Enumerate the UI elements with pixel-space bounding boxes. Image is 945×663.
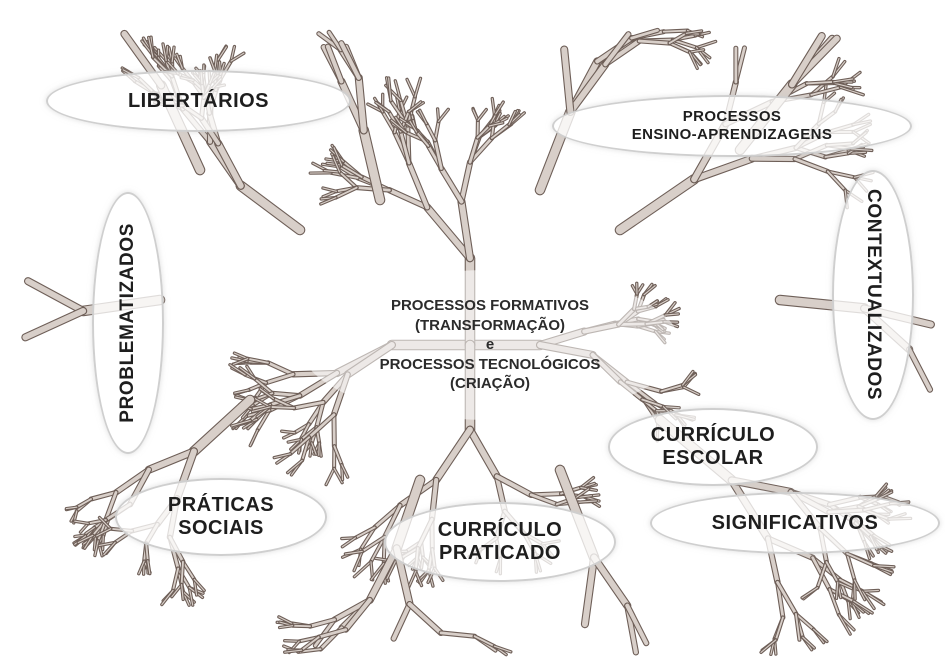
node-problematizados: PROBLEMATIZADOS xyxy=(92,192,164,454)
branch xyxy=(250,430,257,445)
node-libertarios-label: LIBERTÁRIOS xyxy=(128,90,269,113)
node-curriculo-praticado-line1: CURRÍCULO xyxy=(438,519,563,542)
branch xyxy=(407,79,415,96)
branch xyxy=(802,588,817,598)
central-line-4: PROCESSOS TECNOLÓGICOS xyxy=(380,355,601,375)
node-contextualizados-label: CONTEXTUALIZADOS xyxy=(862,189,884,400)
branch xyxy=(415,78,420,96)
node-problematizados-label: PROBLEMATIZADOS xyxy=(117,223,139,423)
branch xyxy=(594,557,627,605)
node-praticas-line2: SOCIAIS xyxy=(178,517,264,540)
node-contextualizados: CONTEXTUALIZADOS xyxy=(832,170,914,420)
branch xyxy=(285,641,299,642)
node-significativos: SIGNIFICATIVOS xyxy=(650,492,940,554)
branch xyxy=(439,109,449,121)
branch xyxy=(410,604,441,633)
branch xyxy=(268,363,293,375)
central-line-1: PROCESSOS FORMATIVOS xyxy=(391,296,589,316)
central-line-5: (CRIAÇÃO) xyxy=(450,374,530,394)
central-concept: PROCESSOS FORMATIVOS (TRANSFORMAÇÃO) e P… xyxy=(300,270,680,420)
node-curriculo-escolar-line1: CURRÍCULO xyxy=(651,424,776,447)
central-line-2: (TRANSFORMAÇÃO) xyxy=(415,316,565,336)
central-line-3: e xyxy=(486,335,494,355)
branch xyxy=(103,536,104,550)
node-processos-line1: PROCESSOS xyxy=(683,108,782,126)
branch xyxy=(478,110,486,121)
branch xyxy=(394,604,410,638)
branch xyxy=(28,281,83,311)
node-significativos-label: SIGNIFICATIVOS xyxy=(712,512,879,535)
branch xyxy=(564,50,570,112)
node-processos-line2: ENSINO-APRENDIZAGENS xyxy=(632,126,833,144)
branch xyxy=(426,124,435,141)
branch xyxy=(25,311,83,337)
node-praticas-sociais: PRÁTICAS SOCIAIS xyxy=(115,478,327,556)
node-curriculo-escolar: CURRÍCULO ESCOLAR xyxy=(608,408,818,486)
branch xyxy=(909,349,930,389)
node-curriculo-praticado: CURRÍCULO PRATICADO xyxy=(384,502,616,582)
branch xyxy=(266,374,293,382)
branch xyxy=(697,41,716,47)
branch xyxy=(241,186,300,230)
branch xyxy=(218,47,226,60)
branch xyxy=(293,626,310,627)
branch xyxy=(684,387,699,394)
node-processos-ensino: PROCESSOS ENSINO-APRENDIZAGENS xyxy=(552,95,912,157)
node-curriculo-escolar-line2: ESCOLAR xyxy=(662,447,763,470)
node-praticas-line1: PRÁTICAS xyxy=(168,494,274,517)
node-curriculo-praticado-line2: PRATICADO xyxy=(439,542,561,565)
node-libertarios: LIBERTÁRIOS xyxy=(46,70,351,132)
branch xyxy=(326,468,334,484)
branch xyxy=(795,159,828,171)
branch xyxy=(664,31,688,32)
branch xyxy=(470,430,497,477)
branch xyxy=(441,169,461,202)
branch xyxy=(270,407,294,408)
branch xyxy=(620,179,694,230)
branch xyxy=(436,430,470,480)
